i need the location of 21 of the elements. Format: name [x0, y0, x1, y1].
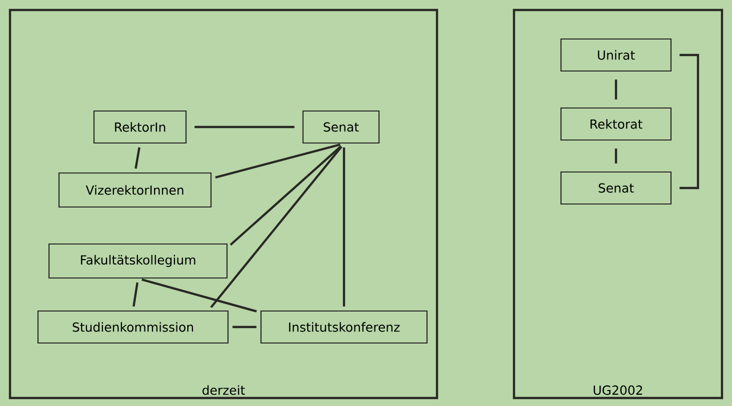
connector-line: [614, 148, 618, 164]
connector-line: [132, 282, 138, 307]
connector-line: [210, 146, 342, 308]
box: Unirat: [560, 38, 672, 72]
connector-line: [680, 54, 700, 190]
connector-line: [230, 145, 342, 246]
box: Fakultätskollegium: [48, 243, 228, 279]
connector-line: [194, 126, 294, 128]
box: Institutskonferenz: [260, 310, 428, 344]
box: RektorIn: [93, 110, 187, 144]
connector-line: [232, 326, 256, 328]
connector-line: [142, 278, 257, 312]
box: Senat: [560, 171, 672, 205]
connector-line: [215, 144, 340, 178]
box: Studienkommission: [37, 310, 229, 344]
box: Rektorat: [560, 107, 672, 141]
box: Senat: [302, 110, 380, 144]
connector-line: [614, 80, 618, 100]
connector-line: [342, 148, 346, 306]
connector-line: [134, 147, 140, 169]
box: VizerektorInnen: [58, 172, 212, 208]
